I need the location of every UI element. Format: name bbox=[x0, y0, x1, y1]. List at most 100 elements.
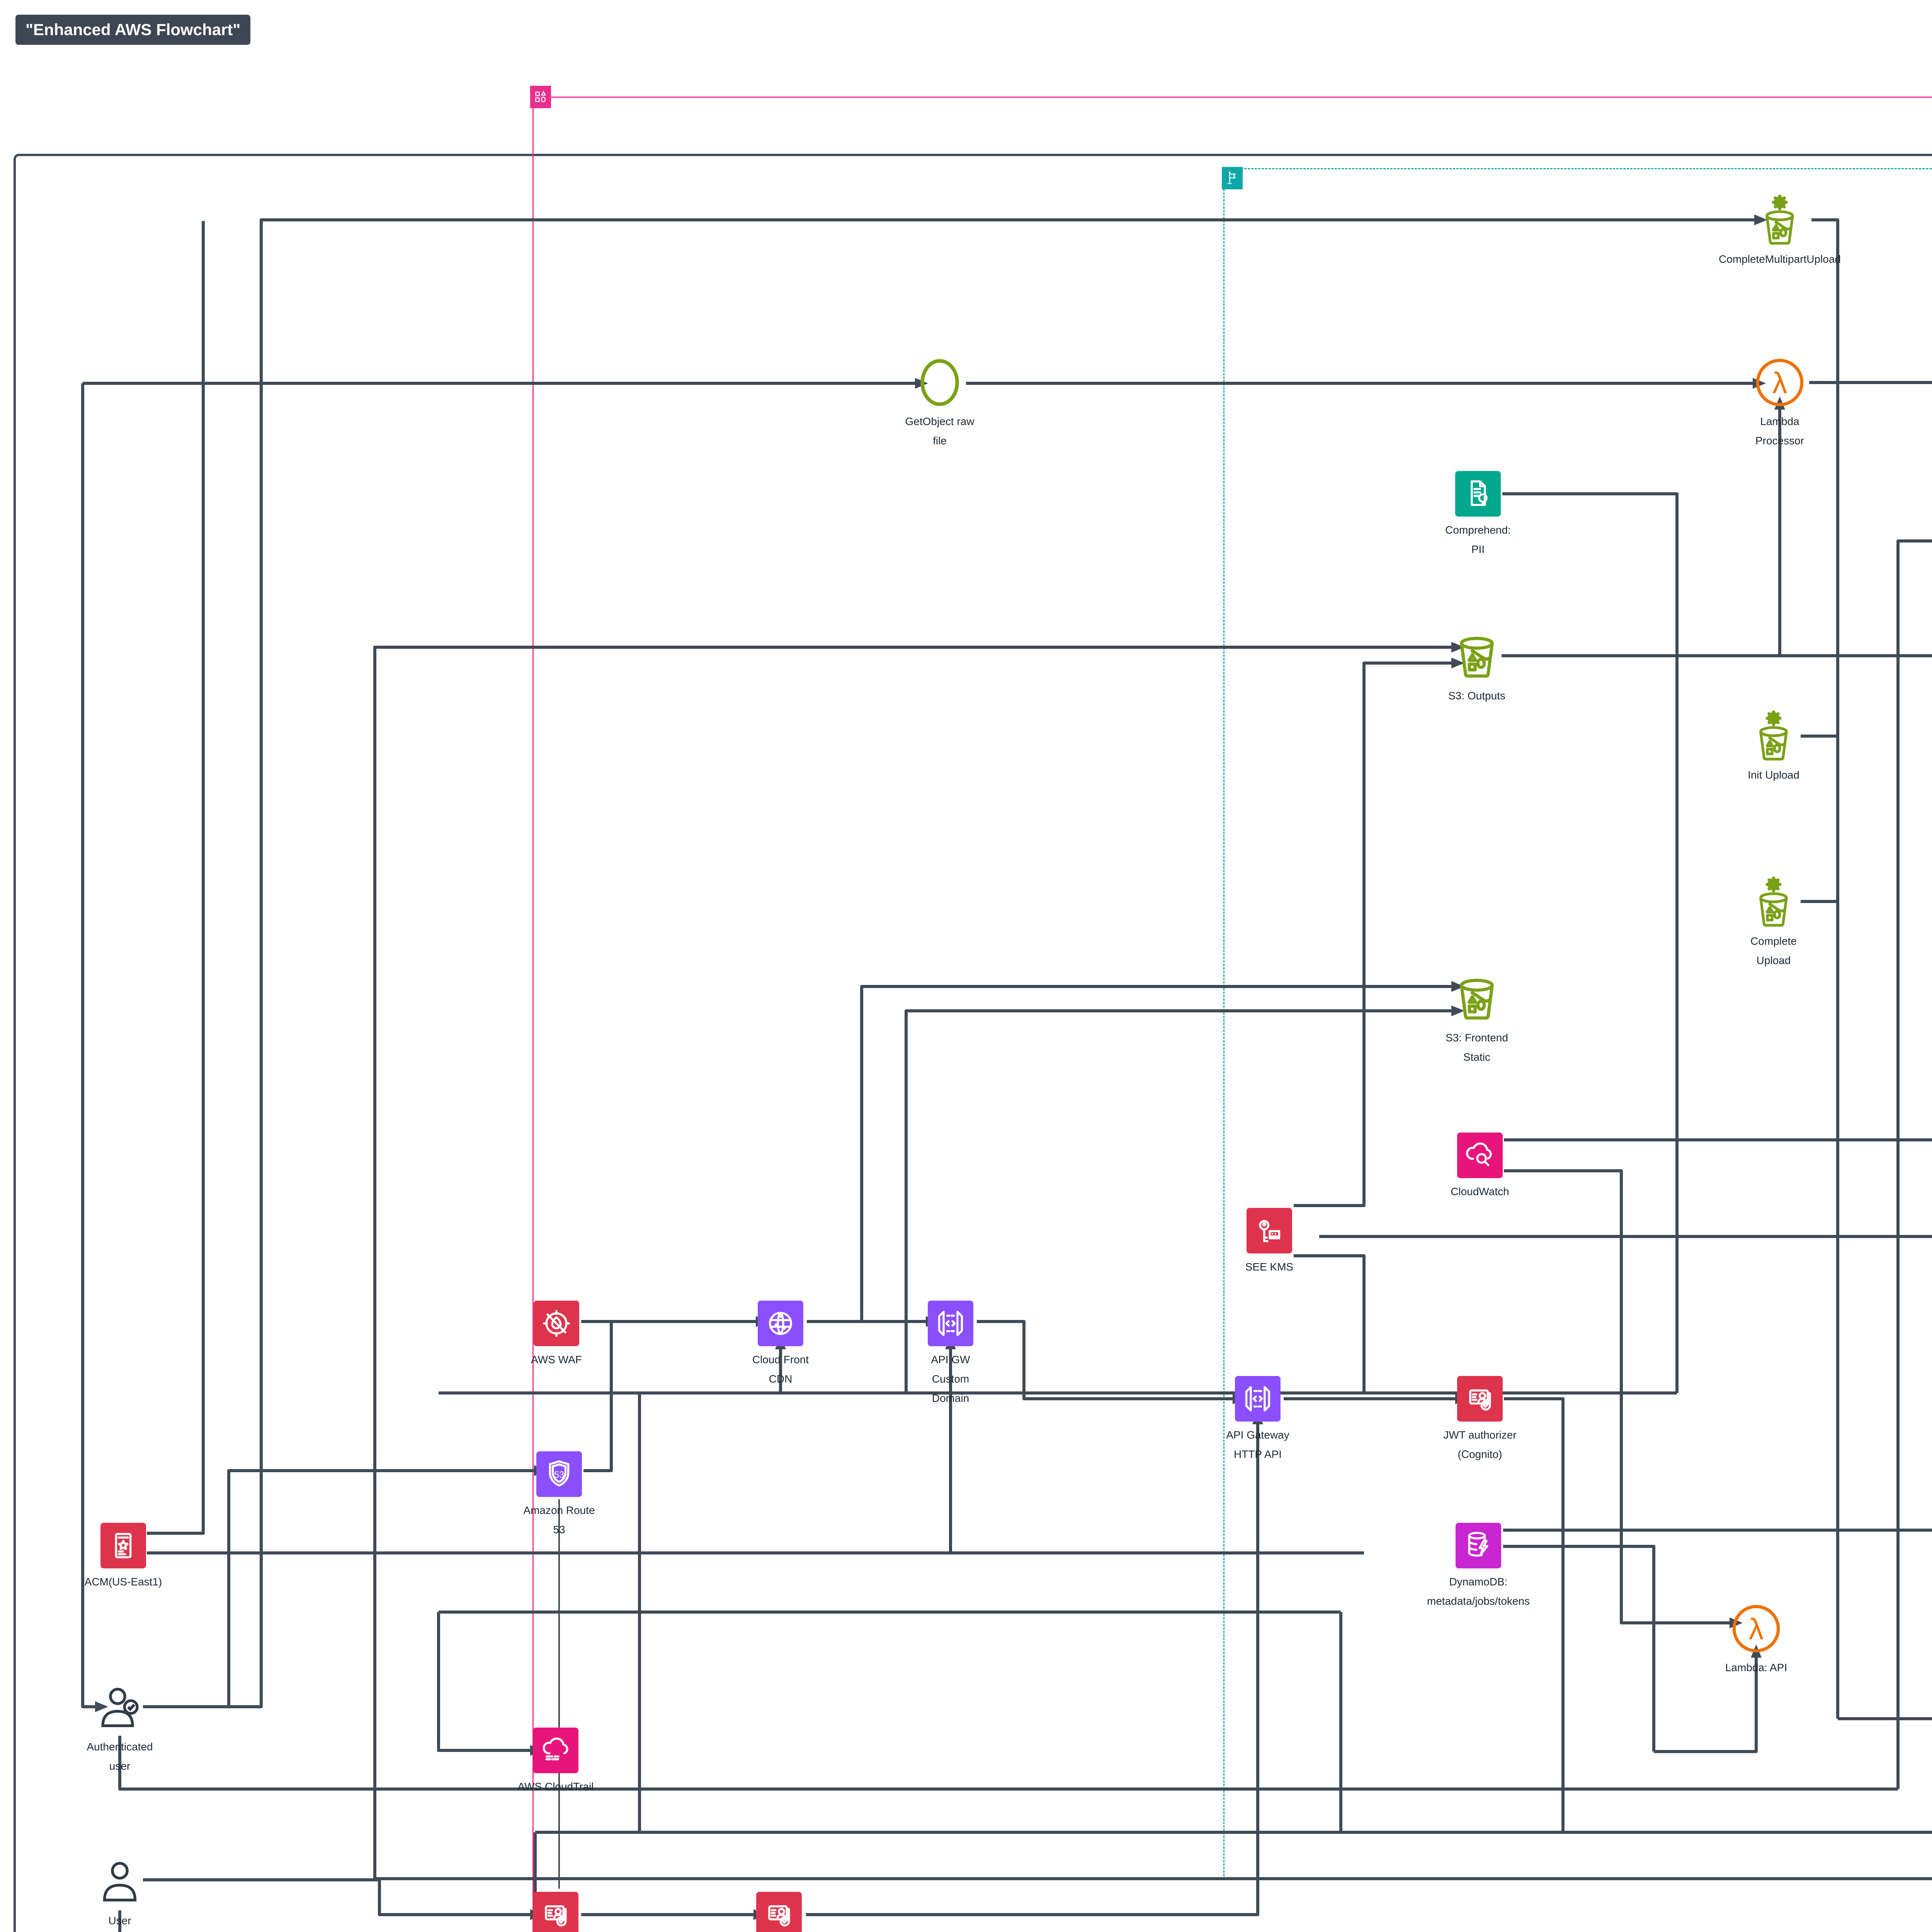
node-comprehend-pii[interactable]: Comprehend:PII bbox=[1445, 471, 1511, 555]
bucket-gear-icon bbox=[1748, 711, 1799, 762]
arrowhead bbox=[1451, 981, 1464, 992]
node-label-line: CDN bbox=[769, 1373, 793, 1385]
node-label-line: Complete bbox=[1750, 935, 1797, 947]
node-aws-cloudtrail[interactable]: AWS CloudTrail bbox=[517, 1728, 594, 1793]
node-label-line: HTTP API bbox=[1234, 1448, 1282, 1460]
edge bbox=[1502, 492, 1679, 1393]
cloud-magnifier-icon bbox=[1457, 1133, 1503, 1178]
edge bbox=[1896, 539, 1932, 1789]
node-label-line: DynamoDB: bbox=[1449, 1576, 1508, 1588]
bucket-icon bbox=[1451, 631, 1502, 682]
node-label-line: User bbox=[108, 1915, 131, 1927]
arrowhead bbox=[1774, 396, 1785, 410]
lambda-icon: λ bbox=[1731, 1603, 1782, 1654]
edge bbox=[143, 1878, 530, 1916]
node-acm-us-east1[interactable]: ACM(US-East1) bbox=[85, 1523, 162, 1588]
node-cognito-user-pool[interactable]: Cognito UserPool bbox=[533, 1892, 578, 1932]
node-label-line: Static bbox=[1463, 1051, 1491, 1063]
dynamodb-icon bbox=[1456, 1523, 1501, 1568]
globe-icon bbox=[758, 1301, 803, 1346]
node-label-line: GetObject raw bbox=[905, 415, 975, 427]
edge bbox=[806, 1424, 1259, 1916]
ellipse-icon bbox=[914, 357, 965, 408]
node-label-line: PII bbox=[1471, 543, 1485, 555]
node-login-tokens[interactable]: Login, Tokens bbox=[756, 1892, 802, 1932]
node-label-line: Domain bbox=[932, 1392, 969, 1404]
arrowhead bbox=[95, 1701, 108, 1712]
outer-frame bbox=[14, 154, 1932, 1932]
node-label: Comprehend:PII bbox=[1385, 520, 1571, 559]
node-complete-multipart-upload[interactable]: CompleteMultipartUpload bbox=[1719, 195, 1841, 265]
node-label-line: Processor bbox=[1755, 435, 1804, 447]
node-label-line: Custom bbox=[932, 1373, 969, 1385]
edge bbox=[905, 1009, 1451, 1393]
node-cloudwatch[interactable]: CloudWatch bbox=[1451, 1133, 1509, 1197]
node-label-line: API Gateway bbox=[1226, 1429, 1289, 1441]
node-init-upload[interactable]: Init Upload bbox=[1748, 711, 1799, 781]
shapes-icon bbox=[533, 89, 548, 105]
node-label-line: Lambda bbox=[1760, 415, 1799, 427]
node-label-line: (Cognito) bbox=[1458, 1448, 1502, 1460]
certificate-icon bbox=[100, 1523, 146, 1568]
edge bbox=[860, 985, 1451, 1321]
doc-bulb-icon bbox=[1455, 471, 1501, 517]
node-see-kms[interactable]: SEE KMS bbox=[1245, 1208, 1293, 1273]
edge bbox=[583, 1323, 613, 1472]
svg-text:λ: λ bbox=[1772, 367, 1787, 400]
node-label-line: JWT authorizer bbox=[1443, 1429, 1517, 1441]
node-aws-waf[interactable]: AWS WAF bbox=[531, 1301, 582, 1366]
edge bbox=[977, 1320, 1233, 1400]
node-user[interactable]: User bbox=[94, 1856, 145, 1927]
node-label-line: Lambda: API bbox=[1725, 1662, 1787, 1673]
key-card-icon bbox=[1247, 1208, 1292, 1253]
node-label: Lambda: API bbox=[1663, 1658, 1849, 1677]
edge bbox=[437, 1612, 530, 1752]
cyan-group-badge bbox=[1222, 167, 1243, 189]
person-icon bbox=[94, 1856, 145, 1907]
arrowhead bbox=[1451, 642, 1464, 653]
id-card-icon bbox=[1457, 1376, 1503, 1422]
node-label: AWS WAF bbox=[464, 1350, 649, 1369]
node-label-line: Cloud Front bbox=[752, 1354, 809, 1366]
node-label-line: AWS WAF bbox=[531, 1354, 582, 1366]
node-s3-outputs[interactable]: S3: Outputs bbox=[1448, 631, 1505, 702]
node-jwt-authorizer-cognito[interactable]: JWT authorizer (Cognito) bbox=[1443, 1376, 1517, 1460]
node-label: User bbox=[27, 1911, 213, 1930]
node-label: Init Upload bbox=[1681, 765, 1866, 785]
edge bbox=[1654, 1658, 1758, 1753]
node-dynamodb-metadata[interactable]: DynamoDB: metadata/jobs/tokens bbox=[1427, 1523, 1530, 1607]
node-label: SEE KMS bbox=[1177, 1257, 1362, 1277]
edge bbox=[1811, 218, 1839, 1719]
id-card-icon bbox=[756, 1892, 802, 1932]
node-label-line: AWS CloudTrail bbox=[517, 1781, 594, 1793]
api-gateway-icon bbox=[1235, 1376, 1281, 1422]
edge bbox=[147, 221, 205, 1535]
node-label-line: user bbox=[109, 1760, 131, 1772]
node-label-line: ACM(US-East1) bbox=[84, 1576, 162, 1588]
node-label-line: metadata/jobs/tokens bbox=[1427, 1595, 1530, 1607]
arrowhead bbox=[1451, 658, 1464, 668]
edge bbox=[373, 646, 1451, 1879]
node-label-line: API GW bbox=[931, 1354, 970, 1366]
shield53-icon: 53 bbox=[536, 1451, 582, 1497]
node-label-line: S3: Frontend bbox=[1446, 1032, 1508, 1044]
node-label: ACM(US-East1) bbox=[31, 1572, 216, 1592]
svg-text:λ: λ bbox=[1749, 1613, 1764, 1646]
pink-group bbox=[532, 97, 1932, 1932]
